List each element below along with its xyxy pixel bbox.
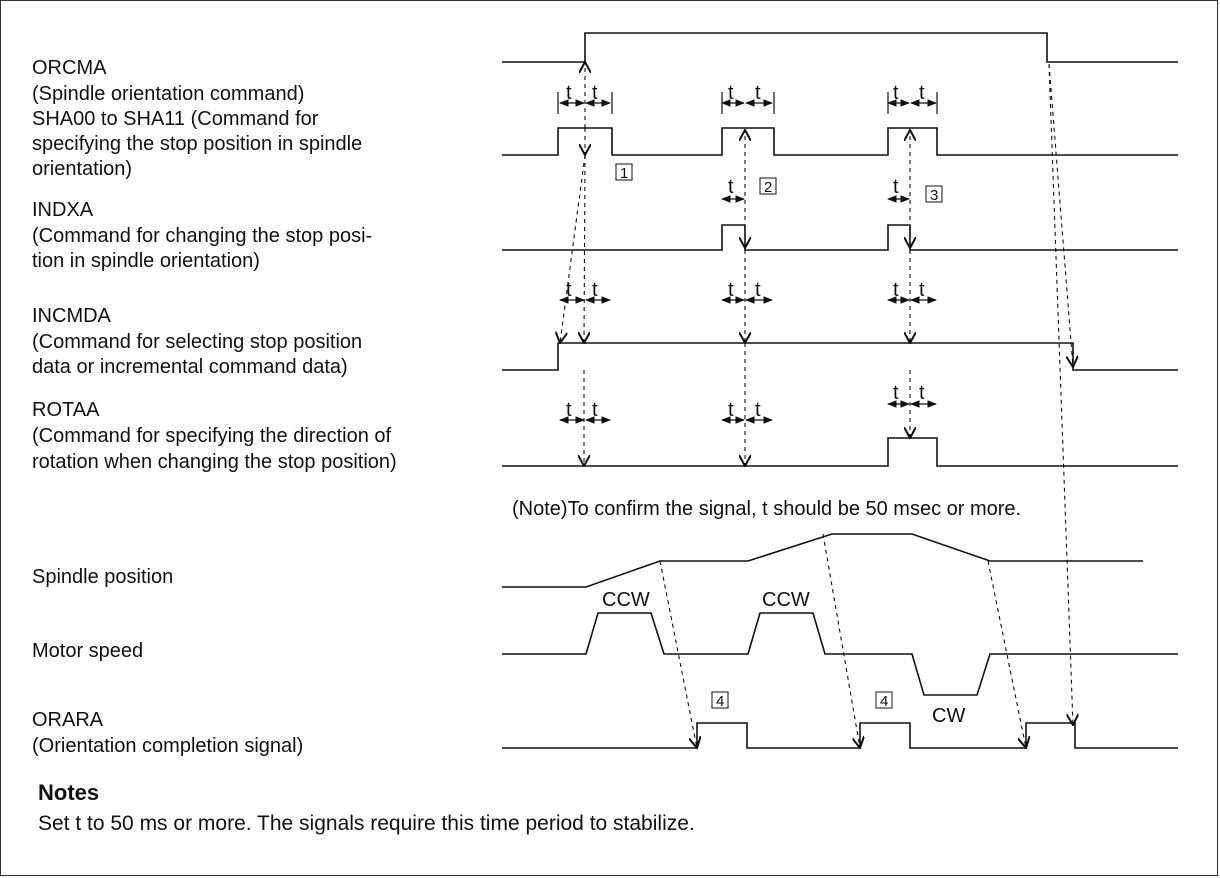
dependency-arrows: [560, 62, 1073, 748]
orcma-desc: (Spindle orientation command): [32, 83, 304, 105]
indxa-waveform: [502, 224, 1178, 251]
t-label: t: [893, 382, 899, 404]
incmda-waveform: [502, 342, 1178, 371]
orcma-name: ORCMA: [32, 57, 107, 79]
rotaa-name: ROTAA: [32, 399, 100, 421]
cw-label: CW: [932, 705, 965, 727]
sha-name: SHA00 to SHA11 (Command for: [32, 108, 319, 130]
t-label: t: [592, 82, 598, 104]
incmda-name: INCMDA: [32, 305, 112, 327]
t-label: t: [566, 279, 572, 301]
motor-speed-waveform: [502, 612, 1178, 696]
t-label: t: [566, 82, 572, 104]
svg-text:4: 4: [716, 693, 724, 710]
svg-text:3: 3: [930, 187, 938, 204]
orara-waveform: [502, 722, 1178, 749]
rotaa-desc2: rotation when changing the stop position…: [32, 451, 397, 473]
t-label: t: [755, 82, 761, 104]
incmda-desc: (Command for selecting stop position: [32, 331, 362, 353]
orara-name: ORARA: [32, 709, 104, 731]
t-label: t: [919, 382, 925, 404]
rotaa-desc: (Command for specifying the direction of: [32, 425, 391, 447]
svg-text:2: 2: [764, 179, 772, 196]
sha-waveform: [502, 127, 1178, 156]
orara-desc: (Orientation completion signal): [32, 735, 303, 757]
t-interval-arrows: [557, 92, 938, 424]
t-label: t: [728, 399, 734, 421]
t-label: t: [728, 82, 734, 104]
indxa-desc2: tion in spindle orientation): [32, 250, 260, 272]
ccw-label: CCW: [762, 589, 810, 611]
t-label: t: [592, 399, 598, 421]
svg-text:4: 4: [880, 693, 888, 710]
spindle-position-waveform: [502, 533, 1143, 588]
note-line: (Note)To confirm the signal, t should be…: [512, 498, 1021, 520]
t-label: t: [919, 82, 925, 104]
t-labels: t t t t t t t t t t t t t t t t t t t t: [566, 82, 925, 421]
t-label: t: [728, 176, 734, 198]
marker-2: 2: [759, 177, 777, 196]
sha-desc2: orientation): [32, 158, 132, 180]
t-label: t: [919, 279, 925, 301]
notes-title: Notes: [38, 780, 100, 805]
incmda-desc2: data or incremental command data): [32, 356, 348, 378]
sha-desc: specifying the stop position in spindle: [32, 133, 362, 155]
indxa-name: INDXA: [32, 199, 94, 221]
rotaa-waveform: [502, 437, 1178, 467]
marker-4: 4: [875, 691, 893, 710]
orcma-waveform: [502, 32, 1178, 63]
ccw-label: CCW: [602, 589, 650, 611]
svg-text:1: 1: [620, 165, 628, 182]
t-label: t: [566, 399, 572, 421]
indxa-desc: (Command for changing the stop posi-: [32, 225, 372, 247]
t-label: t: [893, 279, 899, 301]
spindle-position-label: Spindle position: [32, 566, 173, 588]
t-label: t: [755, 279, 761, 301]
t-label: t: [592, 279, 598, 301]
t-label: t: [893, 176, 899, 198]
t-label: t: [893, 82, 899, 104]
notes-text: Set t to 50 ms or more. The signals requ…: [38, 812, 695, 835]
marker-3: 3: [925, 185, 943, 204]
marker-1: 1: [615, 163, 633, 182]
t-label: t: [755, 399, 761, 421]
marker-4: 4: [711, 691, 729, 710]
t-label: t: [728, 279, 734, 301]
motor-speed-label: Motor speed: [32, 640, 143, 662]
